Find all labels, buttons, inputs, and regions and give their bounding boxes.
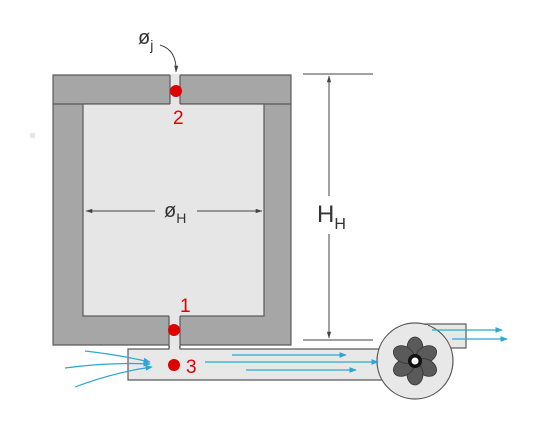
tank-diameter-label: øH bbox=[164, 200, 186, 226]
measurement-points bbox=[168, 85, 182, 371]
tank-walls bbox=[52, 74, 292, 347]
duct-body bbox=[127, 346, 386, 381]
jet-diameter-label: øj bbox=[138, 27, 153, 53]
tank-height-label: HH bbox=[317, 201, 346, 233]
flow-arrow-inlet-2 bbox=[64, 360, 151, 369]
stray-mark bbox=[30, 133, 35, 138]
dimension-tank-height bbox=[303, 73, 373, 341]
flow-arrow-inlet-1 bbox=[84, 350, 151, 364]
fan bbox=[376, 322, 467, 400]
tank-interior bbox=[82, 103, 265, 317]
flow-arrow-inlet-3 bbox=[74, 365, 153, 388]
point-3-label: 3 bbox=[186, 357, 197, 378]
point-1-label: 1 bbox=[180, 296, 191, 317]
point-3-marker bbox=[168, 359, 180, 371]
point-2-label: 2 bbox=[173, 108, 184, 129]
jet-leader-arrow bbox=[159, 44, 179, 73]
flow-arrows bbox=[64, 327, 508, 388]
point-2-marker bbox=[170, 85, 182, 97]
point-1-marker bbox=[168, 324, 180, 336]
duct bbox=[127, 346, 386, 381]
fan-rotor-icon bbox=[393, 336, 437, 386]
